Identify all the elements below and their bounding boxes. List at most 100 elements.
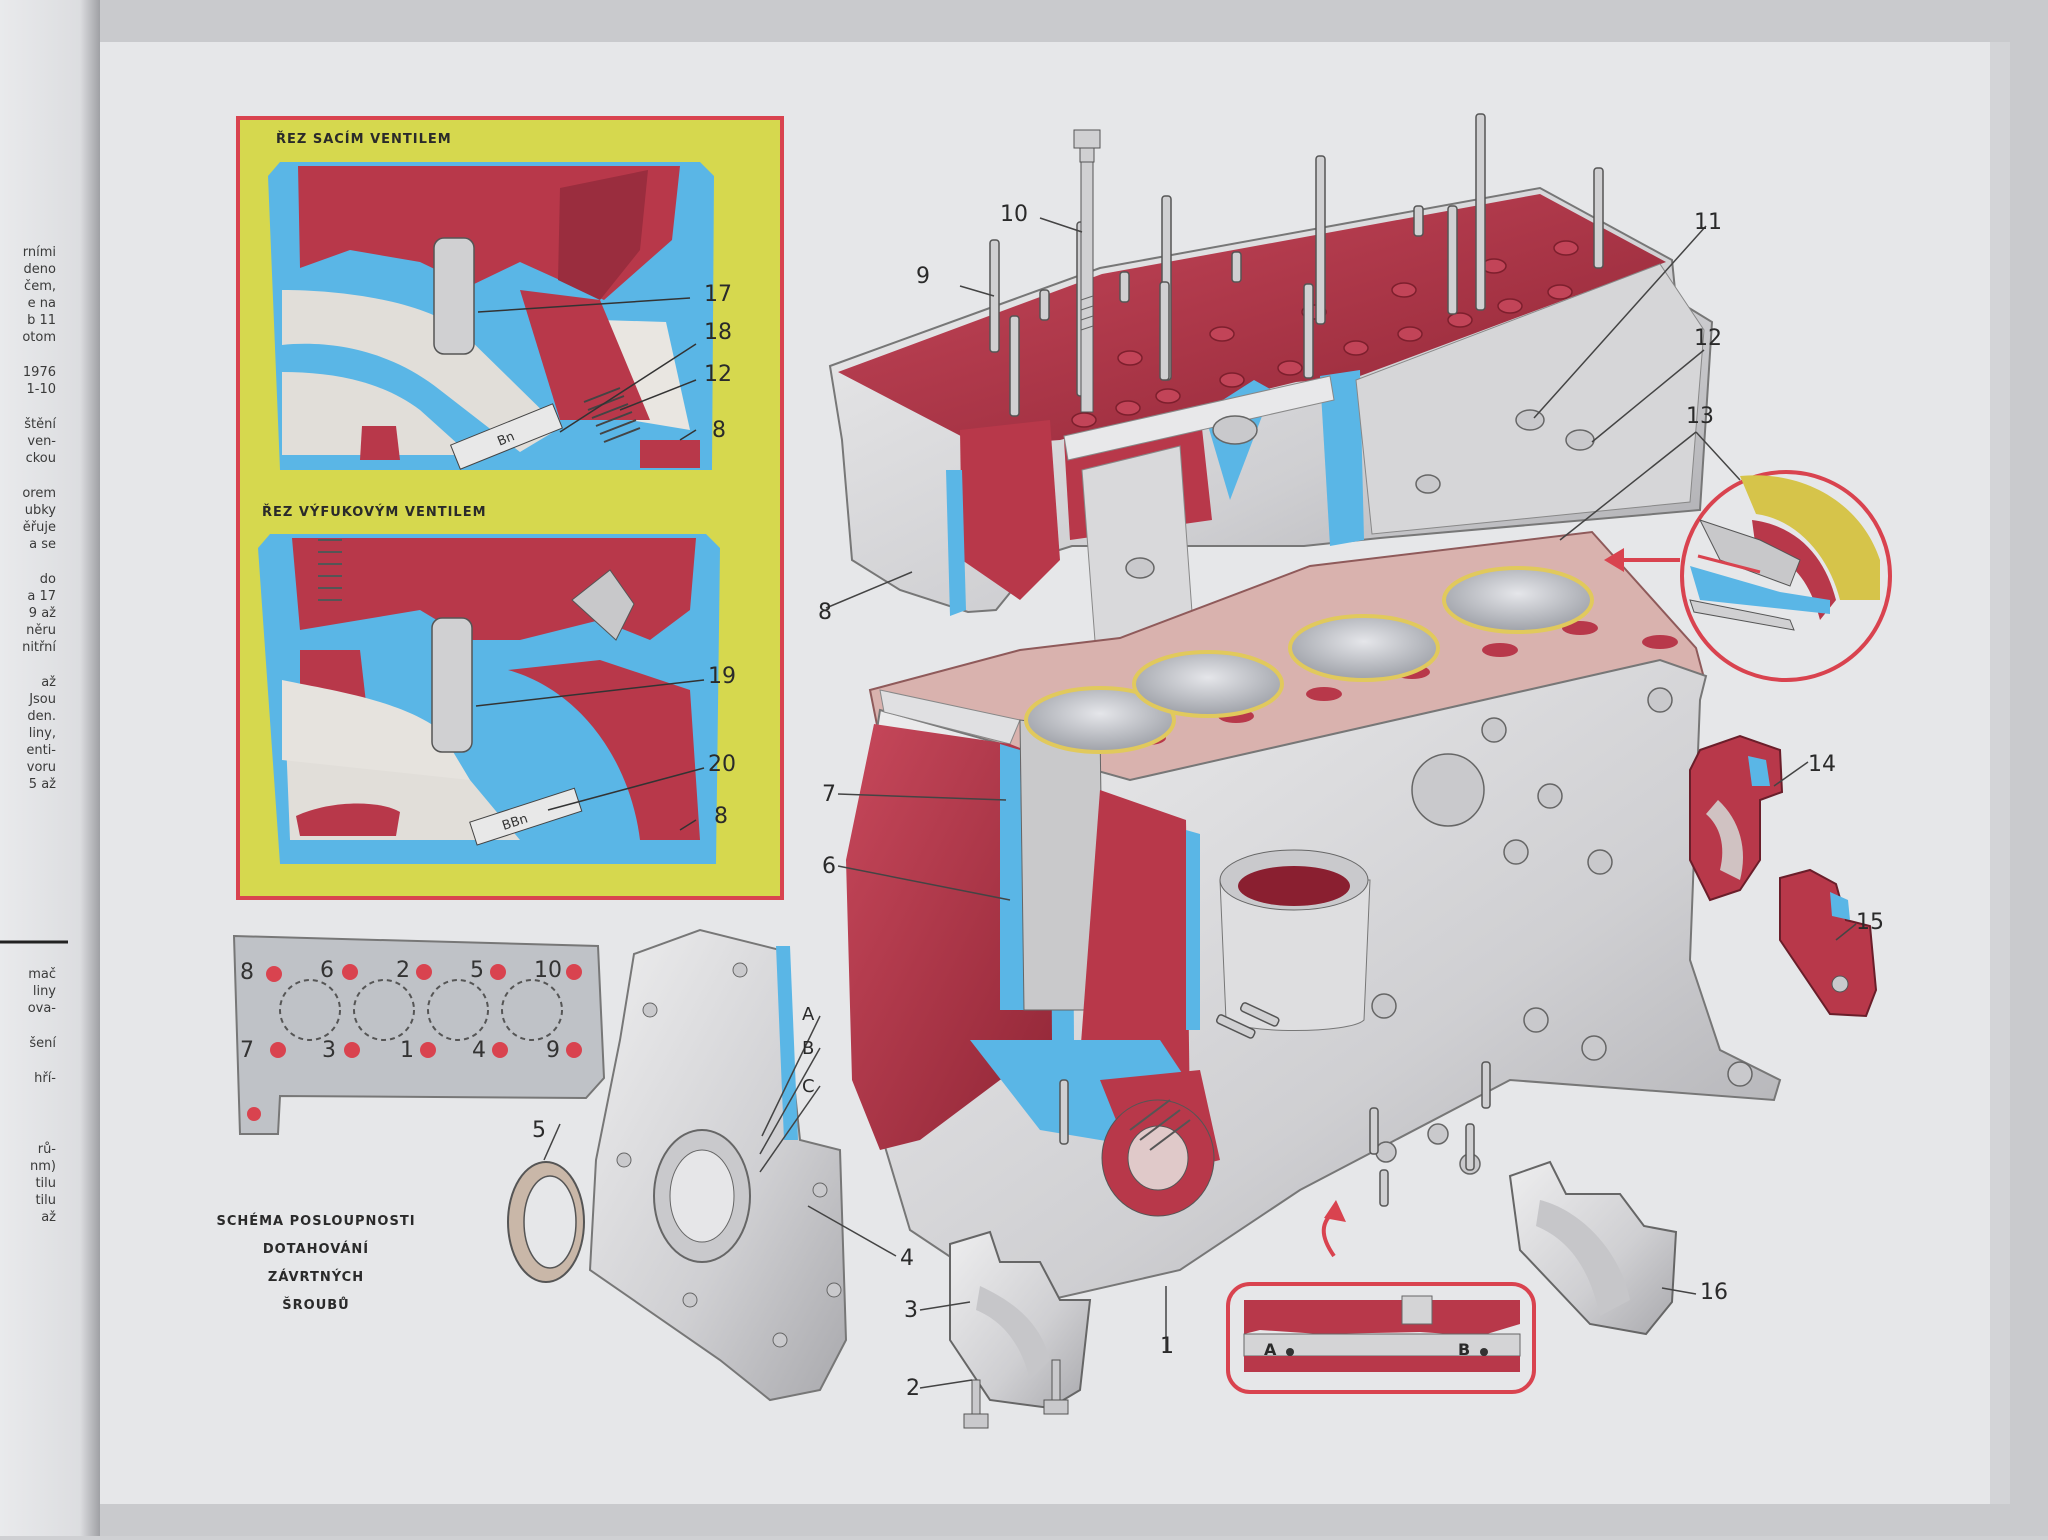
bolt-sequence-bores bbox=[279, 979, 563, 1041]
left-page-text-lower: mač liny ova- šení hří- rů- nm) tilu til… bbox=[0, 966, 56, 1226]
spine-line: šení bbox=[29, 1036, 56, 1051]
bolt-number: 9 bbox=[546, 1038, 560, 1063]
bolt-number: 7 bbox=[240, 1038, 254, 1063]
exhaust-valve-seat: BBn bbox=[469, 787, 583, 846]
spine-line: ckou bbox=[25, 451, 56, 466]
spine-line: enti- bbox=[26, 743, 56, 758]
bolt-number: 6 bbox=[320, 958, 334, 983]
inset-label-19: 19 bbox=[708, 664, 736, 689]
detail-marker-b: B bbox=[1458, 1340, 1471, 1359]
spine-line: Jsou bbox=[29, 692, 56, 707]
part-label-7: 7 bbox=[822, 782, 836, 807]
exhaust-thread-left bbox=[318, 539, 342, 601]
head-bolt-holes bbox=[1071, 240, 1579, 428]
spine-line: ova- bbox=[27, 1001, 56, 1016]
part-label-8: 8 bbox=[818, 600, 832, 625]
bolt-number: 2 bbox=[396, 958, 410, 983]
main-bearing-cap-3 bbox=[949, 1230, 1092, 1429]
bolt-sequence-diagram bbox=[232, 934, 606, 1135]
spine-line: hří- bbox=[34, 1071, 56, 1086]
cylinder-head bbox=[828, 113, 1714, 655]
spine-line: mač bbox=[28, 967, 56, 982]
spine-line: den. bbox=[27, 709, 56, 724]
cylinder-bores bbox=[1024, 566, 1594, 754]
spine-line: štění bbox=[24, 417, 56, 432]
inset-label-17: 17 bbox=[704, 282, 732, 307]
spine-line: orem bbox=[22, 486, 56, 501]
oil-filter-housing bbox=[1219, 849, 1371, 1031]
spine-line: nitřní bbox=[22, 640, 56, 655]
spine-line: ěřuje bbox=[22, 520, 56, 535]
cover-marker-c: C bbox=[802, 1076, 815, 1097]
spark-plug-thread bbox=[583, 387, 641, 443]
spine-line: až bbox=[41, 1210, 56, 1225]
part-label-9: 9 bbox=[916, 264, 930, 289]
spine-line: b 11 bbox=[27, 313, 56, 328]
bolt-number: 8 bbox=[240, 960, 254, 985]
crankshaft-seal bbox=[507, 1161, 585, 1283]
spine-line: deno bbox=[23, 262, 56, 277]
block-studs bbox=[1059, 1002, 1491, 1207]
detail-marker-a: A bbox=[1264, 1340, 1277, 1359]
rear-bearing-cap-14 bbox=[1689, 734, 1784, 902]
part-label-6: 6 bbox=[822, 854, 836, 879]
part-label-3: 3 bbox=[904, 1298, 918, 1323]
exhaust-section-drawing: BBn bbox=[258, 534, 720, 864]
cover-marker-a: A bbox=[802, 1004, 815, 1025]
svg-text:Bn: Bn bbox=[495, 429, 517, 449]
part-label-15: 15 bbox=[1856, 910, 1884, 935]
intake-section-drawing: Bn bbox=[268, 162, 714, 470]
spine-line: liny bbox=[32, 984, 56, 999]
bolt-number: 4 bbox=[472, 1038, 486, 1063]
bolt-sequence-dots bbox=[247, 964, 582, 1121]
spine-line: něru bbox=[26, 623, 56, 638]
inset-label-18: 18 bbox=[704, 320, 732, 345]
part-label-13: 13 bbox=[1686, 404, 1714, 429]
spine-line: do bbox=[39, 572, 56, 587]
bolt-number: 10 bbox=[534, 958, 562, 983]
part-label-4: 4 bbox=[900, 1246, 914, 1271]
crank-seal-thread bbox=[1129, 1099, 1191, 1151]
part-label-16: 16 bbox=[1700, 1280, 1728, 1305]
intake-valve-seat: Bn bbox=[449, 403, 563, 470]
spine-line: otom bbox=[22, 330, 56, 345]
exhaust-valve-guide bbox=[431, 617, 473, 753]
part-label-14: 14 bbox=[1808, 752, 1836, 777]
leader-lines bbox=[543, 217, 1857, 1389]
inset-label-12: 12 bbox=[704, 362, 732, 387]
schema-caption-line: ŠROUBŮ bbox=[282, 1298, 350, 1313]
spine-line: a 17 bbox=[27, 589, 56, 604]
schema-caption-line: DOTAHOVÁNÍ ZÁVRTNÝCH bbox=[262, 1242, 370, 1285]
valve-section-inset: Bn bbox=[236, 116, 784, 900]
schema-caption-line: SCHÉMA POSLOUPNOSTI bbox=[216, 1214, 416, 1229]
spine-line: nm) bbox=[30, 1159, 56, 1174]
inset-label-8-exhaust: 8 bbox=[714, 804, 728, 829]
exhaust-section-title: ŘEZ VÝFUKOVÝM VENTILEM bbox=[262, 505, 487, 520]
head-bolt-10 bbox=[1073, 129, 1101, 413]
bolt-number: 1 bbox=[400, 1038, 414, 1063]
part-label-11: 11 bbox=[1694, 210, 1722, 235]
spine-line: čem, bbox=[24, 279, 56, 294]
spine-line: rními bbox=[22, 245, 56, 260]
part-label-12: 12 bbox=[1694, 326, 1722, 351]
cover-marker-b: B bbox=[802, 1038, 815, 1059]
part-label-1: 1 bbox=[1160, 1334, 1174, 1359]
block-seam-detail bbox=[1226, 1200, 1536, 1394]
page-edge-shadow bbox=[1990, 42, 2010, 1504]
gasket-detail-callout bbox=[1604, 470, 1892, 682]
spine-line: a se bbox=[29, 537, 56, 552]
bolt-number: 5 bbox=[470, 958, 484, 983]
inset-label-20: 20 bbox=[708, 752, 736, 777]
spine-line: 1976 bbox=[22, 365, 56, 380]
spine-line: rů- bbox=[37, 1142, 56, 1157]
part-label-10: 10 bbox=[1000, 202, 1028, 227]
spine-line: tilu bbox=[35, 1176, 56, 1191]
spine-line: 1-10 bbox=[26, 382, 56, 397]
cover-bolt-holes bbox=[616, 962, 842, 1348]
part-label-2: 2 bbox=[906, 1376, 920, 1401]
rear-bearing-cap-15 bbox=[1779, 868, 1878, 1018]
intake-section-title: ŘEZ SACÍM VENTILEM bbox=[276, 132, 452, 147]
spine-line: 5 až bbox=[28, 777, 56, 792]
